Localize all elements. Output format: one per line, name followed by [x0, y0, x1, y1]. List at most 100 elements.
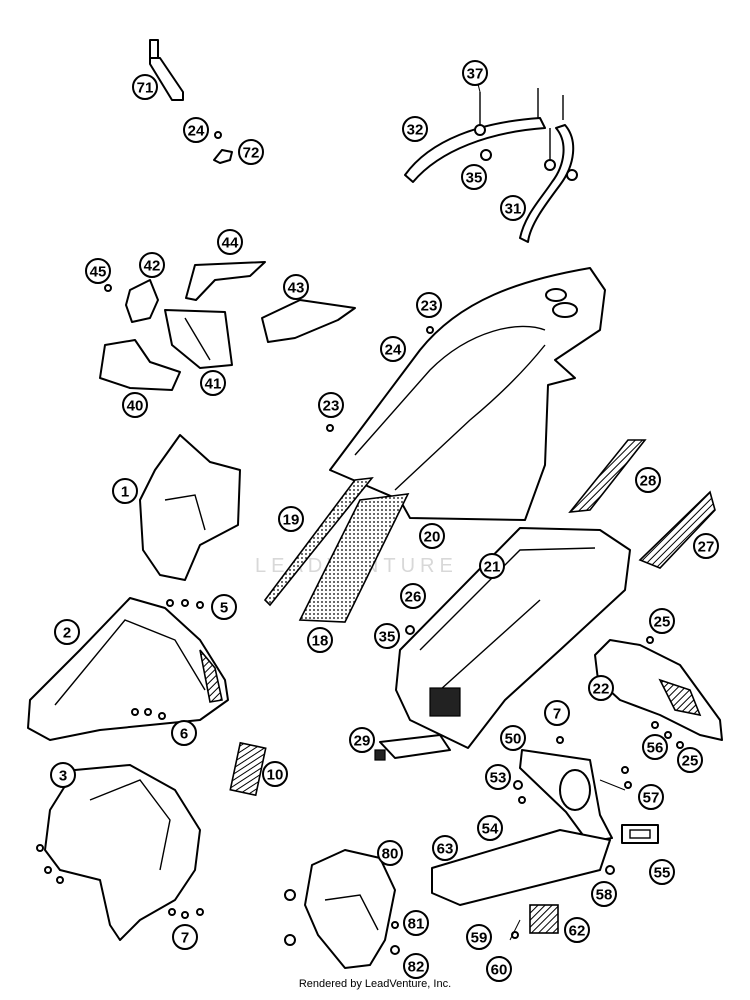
callout-81: 81 — [403, 910, 429, 936]
callout-72: 72 — [238, 139, 264, 165]
callout-28: 28 — [635, 467, 661, 493]
part-rear-frame — [395, 527, 631, 749]
callout-circle — [500, 725, 526, 751]
callout-circle — [172, 924, 198, 950]
part-plate-holder — [519, 749, 613, 843]
callout-circle — [262, 761, 288, 787]
callout-label: 80 — [382, 846, 399, 863]
callout-circle — [283, 274, 309, 300]
part-decal-18 — [298, 493, 410, 623]
callout-44: 44 — [217, 229, 243, 255]
callout-circle — [402, 116, 428, 142]
callout-circle — [500, 195, 526, 221]
callout-43: 43 — [283, 274, 309, 300]
callout-82: 82 — [403, 953, 429, 979]
callout-circle — [278, 506, 304, 532]
callout-20: 20 — [419, 523, 445, 549]
callout-10: 10 — [262, 761, 288, 787]
callout-circle — [677, 747, 703, 773]
callout-27: 27 — [693, 533, 719, 559]
part-fender-lower — [44, 764, 201, 941]
callout-label: 57 — [643, 790, 660, 807]
callout-circle — [638, 784, 664, 810]
callout-24: 24 — [380, 336, 406, 362]
callout-41: 41 — [200, 370, 226, 396]
callout-circle — [588, 675, 614, 701]
callout-55: 55 — [649, 859, 675, 885]
callout-label: 32 — [407, 122, 424, 139]
callout-circle — [635, 467, 661, 493]
callout-circle — [485, 764, 511, 790]
part-lower-bracket — [99, 339, 181, 391]
part-headlight-mount — [164, 309, 233, 369]
part-grab-handle-right — [519, 95, 578, 243]
callout-circle — [403, 953, 429, 979]
callout-label: 41 — [205, 376, 222, 393]
callout-label: 45 — [90, 264, 107, 281]
callout-circle — [649, 608, 675, 634]
callout-label: 10 — [267, 767, 284, 784]
callout-label: 25 — [682, 753, 699, 770]
callout-label: 81 — [408, 916, 425, 933]
callout-label: 28 — [640, 473, 657, 490]
callout-circle — [419, 523, 445, 549]
callout-25: 25 — [649, 608, 675, 634]
part-light-bracket — [185, 261, 266, 301]
callout-7: 7 — [172, 924, 198, 950]
callout-22: 22 — [588, 675, 614, 701]
callout-label: 23 — [421, 298, 438, 315]
callout-3: 3 — [50, 762, 76, 788]
callout-2: 2 — [54, 619, 80, 645]
callout-circle — [642, 734, 668, 760]
part-decal-28 — [568, 439, 647, 513]
callout-59: 59 — [466, 924, 492, 950]
callout-label: 21 — [484, 559, 501, 576]
callout-35: 35 — [461, 164, 487, 190]
callout-label: 1 — [121, 484, 129, 501]
callout-label: 43 — [288, 280, 305, 297]
callout-56: 56 — [642, 734, 668, 760]
callout-circle — [591, 881, 617, 907]
callout-label: 24 — [385, 342, 402, 359]
callout-circle — [416, 292, 442, 318]
callout-label: 27 — [698, 539, 715, 556]
callout-42: 42 — [139, 252, 165, 278]
callout-label: 62 — [569, 923, 586, 940]
callout-label: 55 — [654, 865, 671, 882]
callout-circle — [238, 139, 264, 165]
callout-circle — [122, 392, 148, 418]
callout-label: 71 — [137, 80, 154, 97]
callout-label: 37 — [467, 66, 484, 83]
callout-label: 3 — [59, 768, 67, 785]
callout-circle — [403, 910, 429, 936]
part-decal-19 — [263, 476, 374, 607]
callout-57: 57 — [638, 784, 664, 810]
callout-label: 7 — [181, 930, 189, 947]
callout-circle — [183, 117, 209, 143]
callout-circle — [217, 229, 243, 255]
callout-5: 5 — [211, 594, 237, 620]
callout-7: 7 — [544, 700, 570, 726]
callout-32: 32 — [402, 116, 428, 142]
callout-label: 35 — [379, 629, 396, 646]
part-license-bracket — [431, 829, 611, 906]
callout-40: 40 — [122, 392, 148, 418]
callout-label: 50 — [505, 731, 522, 748]
callout-63: 63 — [432, 835, 458, 861]
callout-label: 22 — [593, 681, 610, 698]
callout-circle — [486, 956, 512, 982]
callout-53: 53 — [485, 764, 511, 790]
callout-24: 24 — [183, 117, 209, 143]
callout-circle — [50, 762, 76, 788]
part-small-bracket — [379, 734, 451, 759]
callout-label: 18 — [312, 633, 329, 650]
callout-label: 35 — [466, 170, 483, 187]
part-tail-seat — [329, 267, 606, 521]
callout-58: 58 — [591, 881, 617, 907]
callout-label: 59 — [471, 930, 488, 947]
callout-label: 56 — [647, 740, 664, 757]
callout-23: 23 — [416, 292, 442, 318]
callout-label: 72 — [243, 145, 260, 162]
part-rear-reflector — [529, 904, 559, 934]
